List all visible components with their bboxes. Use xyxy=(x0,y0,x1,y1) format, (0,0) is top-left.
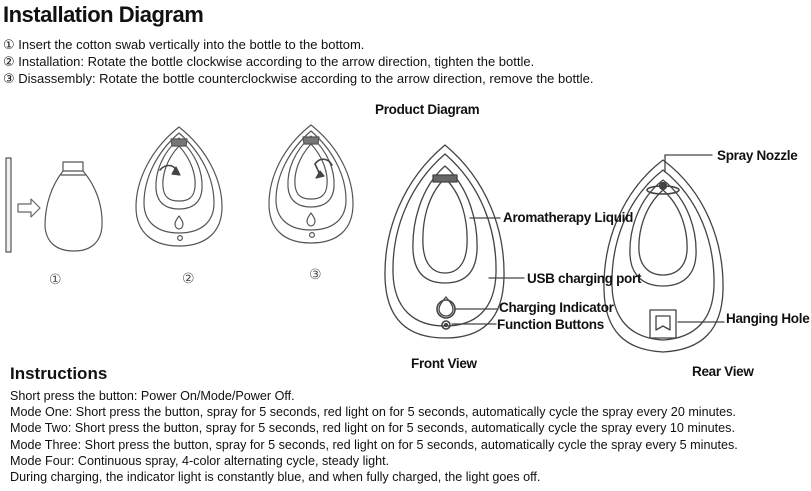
front-view-label: Front View xyxy=(411,356,477,371)
water-drop-icon xyxy=(439,297,453,316)
installation-steps: ① Insert the cotton swab vertically into… xyxy=(3,36,593,87)
button-dot-icon xyxy=(442,321,450,329)
instruction-line: Mode Four: Continuous spray, 4-color alt… xyxy=(10,453,390,468)
installation-step-1: ① Insert the cotton swab vertically into… xyxy=(3,37,365,52)
callout-aromatherapy-liquid: Aromatherapy Liquid xyxy=(503,210,634,225)
callout-usb-port: USB charging port xyxy=(527,271,642,286)
instruction-line: Mode One: Short press the button, spray … xyxy=(10,405,736,420)
callout-charging-indicator: Charging Indicator xyxy=(499,300,614,315)
installation-title: Installation Diagram xyxy=(3,2,204,27)
callout-hanging-hole: Hanging Hole xyxy=(726,311,810,326)
rear-view-illustration xyxy=(604,155,724,352)
instructions-list: Short press the button: Power On/Mode/Po… xyxy=(10,388,738,485)
step3-illustration xyxy=(269,125,353,243)
callout-spray-nozzle: Spray Nozzle xyxy=(717,148,798,163)
rotate-counterclockwise-icon xyxy=(315,159,332,165)
step1-illustration xyxy=(6,158,102,252)
figure-number-2: ② xyxy=(182,270,195,286)
instructions-title: Instructions xyxy=(10,364,108,383)
arrow-right-icon xyxy=(18,199,40,217)
front-view-illustration xyxy=(385,145,524,338)
product-diagram-title: Product Diagram xyxy=(375,102,480,117)
instruction-line: Mode Two: Short press the button, spray … xyxy=(10,421,735,436)
wall-panel xyxy=(6,158,11,252)
installation-step-2: ② Installation: Rotate the bottle clockw… xyxy=(3,54,535,69)
step2-illustration xyxy=(136,127,222,246)
installation-step-3: ③ Disassembly: Rotate the bottle counter… xyxy=(3,71,594,86)
diffuser-bottle xyxy=(45,162,102,251)
figure-number-3: ③ xyxy=(309,266,322,282)
instruction-line: During charging, the indicator light is … xyxy=(10,470,541,485)
figure-number-1: ① xyxy=(49,271,62,287)
instruction-line: Short press the button: Power On/Mode/Po… xyxy=(10,389,295,403)
rear-view-label: Rear View xyxy=(692,364,754,379)
hanging-hole-icon xyxy=(650,310,676,338)
callout-function-buttons: Function Buttons xyxy=(497,317,604,332)
instruction-line: Mode Three: Short press the button, spra… xyxy=(10,437,738,452)
